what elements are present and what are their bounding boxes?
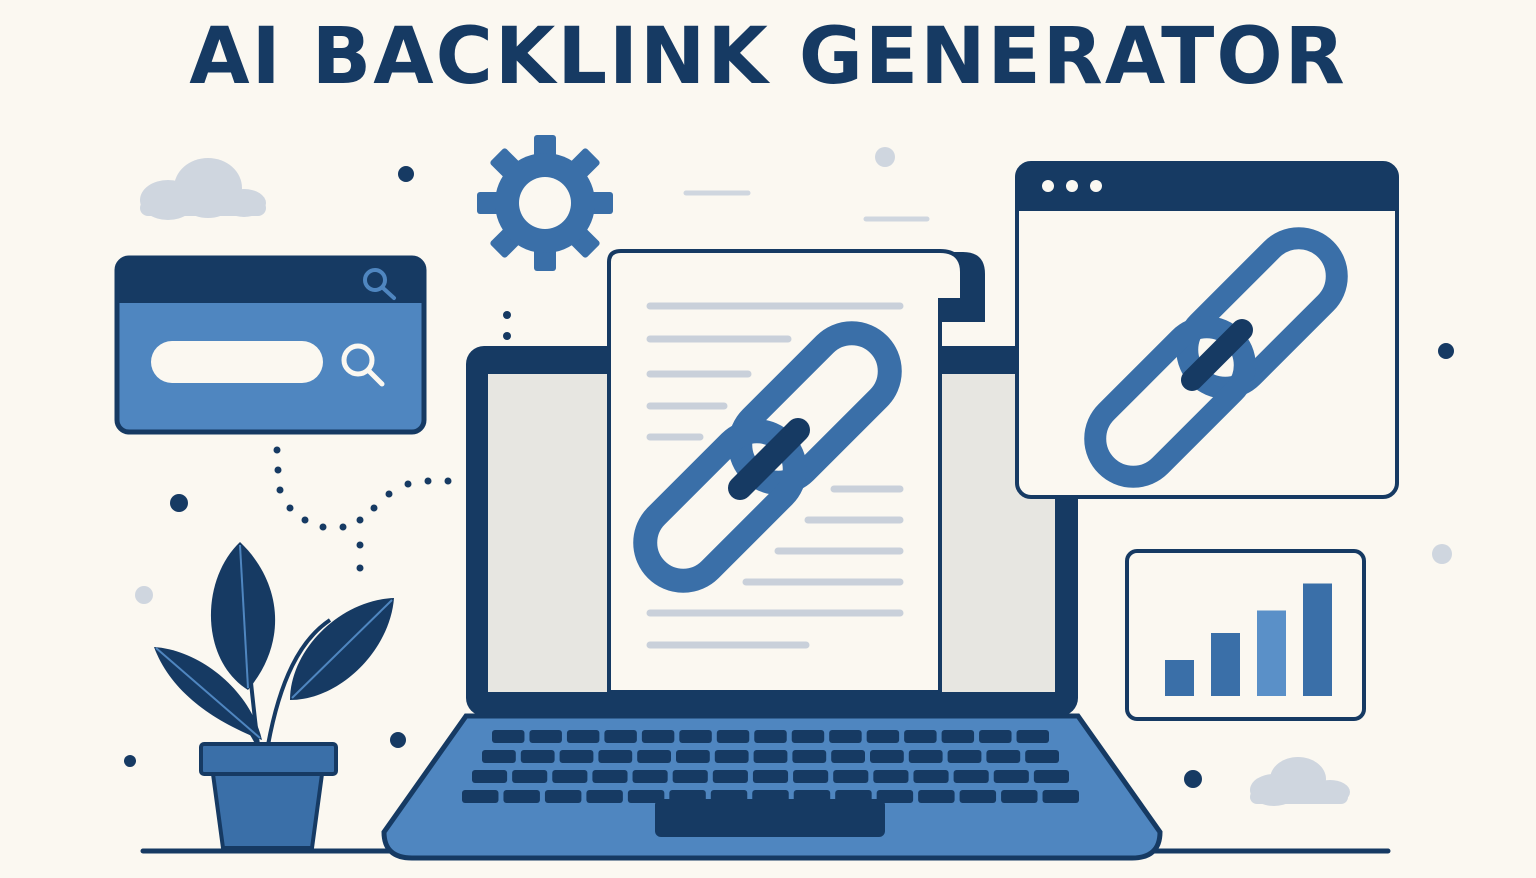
keyboard-key <box>947 750 982 763</box>
search-icon-large <box>341 343 385 387</box>
keyboard-key <box>1033 770 1069 783</box>
keyboard-key <box>908 750 943 763</box>
keyboard-key <box>529 730 562 743</box>
keyboard-key <box>714 750 749 763</box>
keyboard-key <box>1042 790 1079 803</box>
keyboard-key <box>792 750 827 763</box>
page-title: AI BACKLINK GENERATOR <box>189 12 1347 102</box>
cloud-icon-left <box>140 158 266 220</box>
keyboard-key <box>866 730 900 743</box>
keyboard-key <box>829 730 862 743</box>
keyboard-key <box>752 770 789 783</box>
dotted-connector <box>273 446 452 572</box>
keyboard-key <box>566 730 600 743</box>
keyboard-key <box>986 750 1021 763</box>
chart-bar <box>1303 583 1332 696</box>
keyboard-key <box>959 790 997 803</box>
keyboard-key <box>904 730 937 743</box>
decorative-lines <box>683 190 930 222</box>
keyboard-key <box>598 750 633 763</box>
plant-icon <box>154 542 394 850</box>
keyboard <box>462 730 1079 803</box>
chart-bar <box>1211 633 1240 696</box>
keyboard-key <box>586 790 623 803</box>
keyboard-key <box>679 730 712 743</box>
search-window <box>114 255 427 435</box>
keyboard-key <box>953 770 989 783</box>
cloud-icon-right <box>1250 757 1350 806</box>
document-text-lines <box>646 302 904 649</box>
keyboard-key <box>672 770 708 783</box>
keyboard-key <box>1016 730 1049 743</box>
search-input-field <box>151 341 323 383</box>
keyboard-key <box>1025 750 1059 763</box>
keyboard-key <box>833 770 869 783</box>
document <box>607 249 985 694</box>
keyboard-key <box>641 730 675 743</box>
keyboard-key <box>632 770 668 783</box>
keyboard-key <box>544 790 582 803</box>
window-dot <box>1042 180 1054 192</box>
keyboard-key <box>637 750 671 763</box>
keyboard-key <box>712 770 748 783</box>
chart-bar <box>1165 660 1194 696</box>
keyboard-key <box>482 750 516 763</box>
keyboard-key <box>870 750 904 763</box>
browser-window <box>1015 161 1399 499</box>
bar-chart-bars <box>1165 583 1332 696</box>
window-dot <box>1090 180 1102 192</box>
keyboard-key <box>791 730 825 743</box>
keyboard-key <box>592 770 628 783</box>
window-dot <box>1066 180 1078 192</box>
trackpad <box>655 799 885 837</box>
keyboard-key <box>512 770 548 783</box>
keyboard-key <box>676 750 710 763</box>
keyboard-key <box>979 730 1012 743</box>
keyboard-key <box>876 790 914 803</box>
decorative-dots <box>124 147 1454 788</box>
keyboard-key <box>913 770 949 783</box>
keyboard-key <box>604 730 637 743</box>
keyboard-key <box>1001 790 1038 803</box>
keyboard-key <box>793 770 829 783</box>
keyboard-key <box>520 750 555 763</box>
keyboard-key <box>552 770 588 783</box>
chain-link-icon-browser <box>1084 227 1348 488</box>
keyboard-key <box>462 790 499 803</box>
keyboard-key <box>941 730 975 743</box>
gear-icon <box>477 135 613 271</box>
keyboard-key <box>753 750 788 763</box>
search-icon <box>363 268 396 300</box>
chain-link-icon <box>633 321 902 593</box>
keyboard-key <box>754 730 787 743</box>
keyboard-key <box>472 770 508 783</box>
keyboard-key <box>831 750 865 763</box>
keyboard-key <box>993 770 1029 783</box>
keyboard-key <box>627 790 665 803</box>
keyboard-key <box>492 730 525 743</box>
keyboard-key <box>559 750 594 763</box>
keyboard-key <box>503 790 540 803</box>
keyboard-key <box>873 770 909 783</box>
keyboard-key <box>918 790 955 803</box>
chart-bar <box>1257 610 1286 696</box>
bar-chart-card <box>1125 549 1366 721</box>
keyboard-key <box>716 730 750 743</box>
